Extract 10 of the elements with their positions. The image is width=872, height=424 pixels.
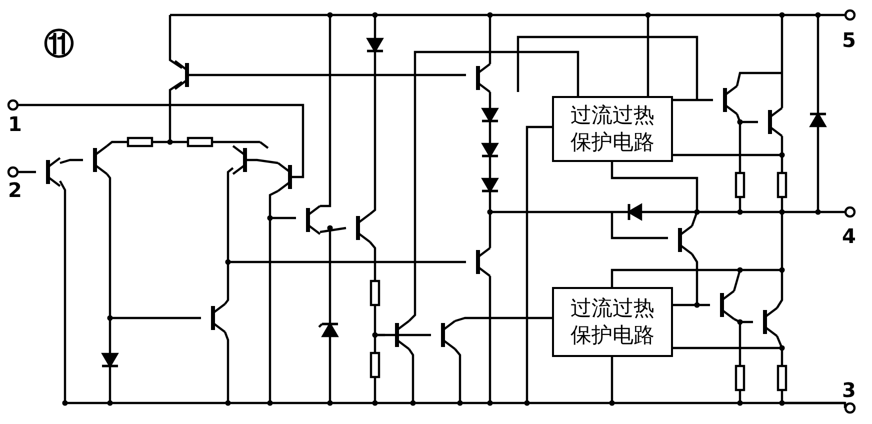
protection-circuit-box bbox=[552, 287, 673, 357]
figure-number: ⑪ bbox=[44, 30, 74, 60]
box-label: 过流过热保护电路 bbox=[570, 294, 656, 349]
protection-circuit-box bbox=[552, 96, 673, 162]
terminal-number: 4 bbox=[842, 226, 856, 246]
terminal-number: 2 bbox=[8, 180, 22, 200]
terminal-number: 5 bbox=[842, 30, 856, 50]
terminal-number: 3 bbox=[842, 380, 856, 400]
terminal-number: 1 bbox=[8, 114, 22, 134]
box-label: 过流过热保护电路 bbox=[570, 102, 656, 156]
